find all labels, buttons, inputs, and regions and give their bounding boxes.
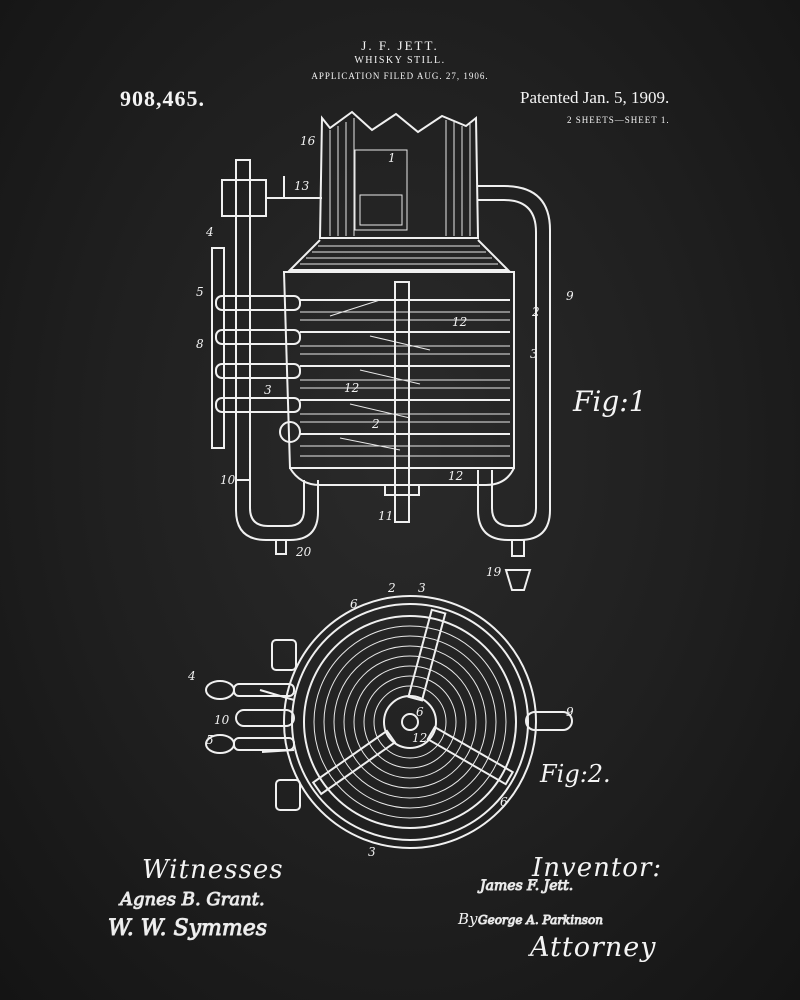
float: [359, 194, 403, 226]
ref-numeral: 1: [388, 151, 396, 165]
bottom-flange: [275, 779, 301, 811]
left-u-pipe: [235, 480, 319, 541]
ref-numeral: 8: [196, 337, 204, 351]
ref-numeral: 4: [187, 669, 196, 683]
inventor-label: Inventor:: [532, 853, 663, 883]
inventor-name: J. F. JETT.: [361, 38, 439, 53]
inner-vessel: [354, 149, 408, 231]
witness-signature-1: Agnes B. Grant.: [118, 889, 265, 910]
ref-numeral: 6: [350, 597, 358, 611]
side-pipes: [259, 689, 295, 753]
still-base: [289, 467, 515, 486]
coil-rings: [313, 625, 507, 819]
patent-date: Patented Jan. 5, 1909.: [520, 88, 670, 107]
sheet-info: 2 SHEETS—SHEET 1.: [567, 115, 670, 125]
gauge-tube: [211, 247, 225, 449]
ref-numeral: 5: [196, 285, 204, 299]
column-hatching: [329, 118, 471, 236]
still-body: [282, 271, 515, 469]
fig2-ref-numerals: 6 2 3 4 9 10 5 6 12 6 3: [187, 581, 574, 859]
ref-numeral: 3: [368, 845, 376, 859]
pipe-9: [525, 711, 573, 731]
ref-numeral: 3: [530, 347, 538, 361]
ref-numeral: 12: [448, 469, 463, 483]
fig2-drawing: 6 2 3 4 9 10 5 6 12 6 3: [187, 581, 574, 859]
still-dome: [287, 239, 511, 271]
attorney-signature: George A. Parkinson: [478, 913, 603, 927]
ref-numeral: 2: [371, 417, 380, 431]
ref-numeral: 12: [452, 315, 467, 329]
ref-numeral: 6: [500, 795, 508, 809]
ref-numeral: 5: [206, 733, 214, 747]
agitator-shaft: [394, 281, 410, 523]
ref-numeral: 16: [300, 134, 316, 148]
ref-numeral: 13: [294, 179, 310, 193]
shaft-coupling: [384, 484, 420, 496]
ref-numeral: 3: [418, 581, 426, 595]
drain-cock: [275, 539, 287, 555]
fig1-drawing: 16 1 13 4 5 8 3 2 12 9 3 2 12 10 11 12 1…: [196, 110, 574, 591]
valve-stack: [215, 295, 301, 443]
ref-numeral: 9: [566, 289, 574, 303]
outlet-spout: [504, 569, 532, 591]
ref-numeral: 4: [205, 225, 214, 239]
left-standpipe: [235, 159, 251, 481]
ref-numeral: 6: [416, 705, 424, 719]
fig1-label: Fig:1: [573, 385, 647, 418]
ref-numeral: 12: [412, 731, 427, 745]
right-return-pipe: [477, 185, 551, 541]
ref-numeral: 2: [387, 581, 396, 595]
witnesses-label: Witnesses: [142, 855, 284, 885]
coil-tubes: [300, 299, 510, 457]
filing-date: APPLICATION FILED AUG. 27, 1906.: [311, 71, 489, 81]
pipe-10: [235, 709, 295, 727]
hub: [383, 695, 437, 749]
fig2-label: Fig:2.: [540, 760, 611, 788]
ref-numeral: 2: [531, 305, 540, 319]
dome-hatching: [300, 245, 498, 265]
invention-title: WHISKY STILL.: [354, 55, 446, 66]
ref-numeral: 9: [566, 705, 574, 719]
fig1-ref-numerals: 16 1 13 4 5 8 3 2 12 9 3 2 12 10 11 12 1…: [196, 134, 574, 579]
by-label: By: [458, 910, 478, 928]
signatures: Agnes B. Grant. W. W. Symmes James F. Je…: [108, 878, 604, 942]
ref-numeral: 19: [486, 565, 502, 579]
outlet-valve: [511, 539, 525, 557]
inlet-4: [205, 680, 235, 700]
top-flange: [271, 639, 297, 671]
ref-numeral: 10: [220, 473, 236, 487]
ref-numeral: 3: [264, 383, 272, 397]
outer-shell: [283, 595, 537, 849]
ref-numeral: 10: [214, 713, 230, 727]
ref-numeral: 11: [378, 509, 393, 523]
witness-signature-2: W. W. Symmes: [108, 916, 267, 941]
attorney-label: Attorney: [530, 932, 657, 963]
body-shelves: [300, 299, 510, 435]
ref-numeral: 12: [344, 381, 359, 395]
patent-number: 908,465.: [120, 86, 205, 111]
inventor-signature: James F. Jett.: [477, 878, 573, 894]
agitator-arms: [311, 608, 515, 796]
ref-numeral: 20: [295, 545, 312, 559]
standpipe-cross: [221, 179, 267, 217]
